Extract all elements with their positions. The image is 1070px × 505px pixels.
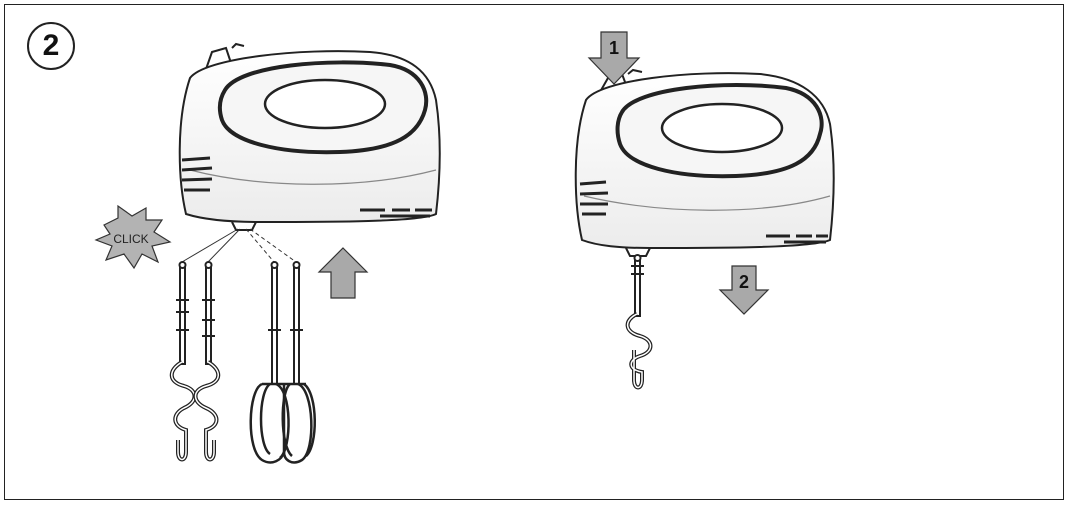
insertion-guide-lines bbox=[181, 228, 297, 263]
pull-out-arrow: 2 bbox=[718, 265, 770, 315]
insert-up-arrow bbox=[317, 247, 369, 299]
press-eject-arrow: 1 bbox=[587, 31, 641, 85]
step-number-badge: 2 bbox=[27, 22, 75, 70]
dough-hook-2 bbox=[193, 261, 221, 462]
vent-slots-bottom bbox=[360, 208, 432, 218]
click-burst: CLICK bbox=[94, 204, 172, 270]
dough-hook-inserted bbox=[625, 254, 653, 390]
pull-arrow-label: 2 bbox=[739, 272, 749, 292]
hand-mixer-left bbox=[178, 42, 441, 231]
dough-hook-1 bbox=[169, 261, 197, 462]
beater-pair bbox=[249, 261, 316, 464]
press-arrow-label: 1 bbox=[609, 38, 619, 58]
dough-hook-pair bbox=[169, 261, 221, 462]
vent-slots-bottom-right bbox=[766, 234, 828, 244]
vent-slots-front bbox=[181, 156, 213, 192]
click-label: CLICK bbox=[113, 232, 148, 246]
hand-mixer-right bbox=[574, 68, 835, 257]
illustration-frame bbox=[4, 4, 1064, 500]
vent-slots-front-right bbox=[579, 180, 609, 216]
